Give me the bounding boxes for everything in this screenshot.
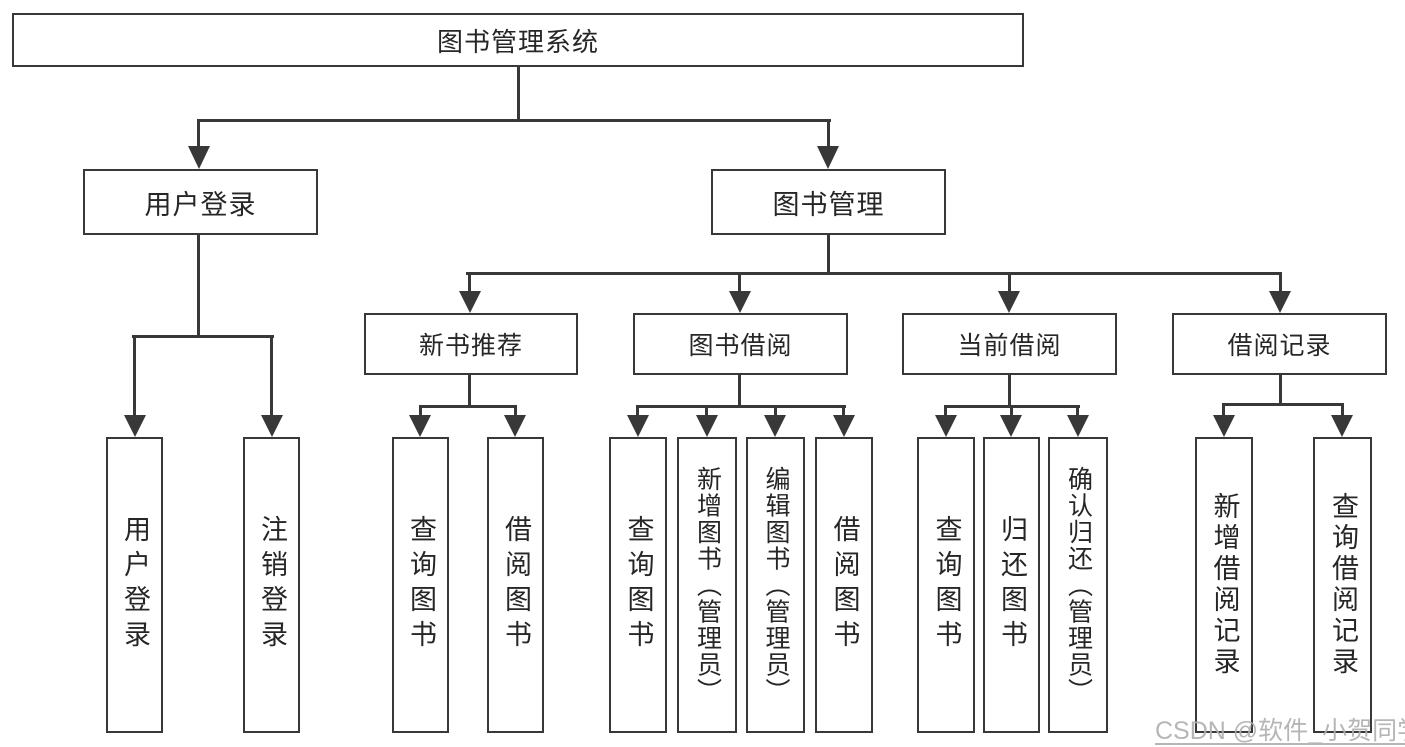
node-label: 借阅记录 — [1227, 332, 1332, 360]
connector-borrowing-split-line — [636, 405, 846, 408]
leaf-logout: 注销登录 — [243, 437, 300, 733]
leaf-query-borrow-record: 查询借阅记录 — [1313, 437, 1372, 733]
node-label: 图书管理 — [772, 189, 885, 220]
connector-arrow-shaft — [1076, 405, 1079, 417]
node-current-borrowing: 当前借阅 — [902, 313, 1117, 375]
arrowhead-down — [124, 415, 146, 437]
node-label: 查询图书 — [623, 515, 654, 655]
connector-root-stem — [517, 65, 520, 122]
connector-arrow-shaft — [1008, 272, 1011, 293]
node-root-library-system: 图书管理系统 — [12, 13, 1024, 67]
leaf-add-books-admin: 新增图书（管理员） — [677, 437, 737, 733]
leaf-add-borrow-record: 新增借阅记录 — [1195, 437, 1253, 733]
arrowhead-down — [935, 415, 957, 437]
node-label: 注销登录 — [257, 515, 287, 655]
arrowhead-down — [409, 415, 431, 437]
node-label: 归还图书 — [997, 515, 1027, 655]
arrowhead-down — [1067, 415, 1089, 437]
connector-borrowing-stem — [738, 375, 741, 408]
arrowhead-down — [833, 415, 855, 437]
connector-login-split-line — [132, 335, 274, 338]
leaf-borrow-books-recommend: 借阅图书 — [487, 437, 544, 733]
connector-arrow-shaft — [1010, 405, 1013, 417]
connector-records-stem — [1279, 375, 1282, 406]
connector-recommend-split-line — [419, 405, 517, 408]
node-book-borrowing: 图书借阅 — [633, 313, 848, 375]
arrowhead-down — [817, 146, 839, 169]
connector-records-split-line — [1222, 403, 1344, 406]
leaf-return-books: 归还图书 — [983, 437, 1040, 733]
node-label: 用户登录 — [144, 189, 257, 220]
connector-arrow-shaft — [1222, 403, 1225, 417]
connector-mgmt-stem — [827, 235, 830, 275]
arrowhead-down — [696, 415, 718, 437]
connector-login-stem — [197, 235, 200, 337]
arrowhead-down — [1269, 291, 1291, 313]
connector-arrow-shaft — [738, 272, 741, 293]
connector-arrow-shaft — [842, 405, 845, 417]
connector-arrow-shaft — [774, 405, 777, 417]
leaf-user-login: 用户登录 — [106, 437, 163, 733]
connector-level2-branch-line — [197, 119, 831, 122]
connector-arrow-shaft — [636, 405, 639, 417]
node-label: 确认归还（管理员） — [1064, 465, 1093, 705]
connector-arrow-shaft — [270, 335, 273, 417]
arrowhead-down — [627, 415, 649, 437]
arrowhead-down — [998, 291, 1020, 313]
arrowhead-down — [504, 415, 526, 437]
connector-arrow-shaft — [514, 405, 517, 417]
connector-arrow-shaft — [468, 272, 471, 293]
node-label: 借阅图书 — [501, 515, 531, 655]
arrowhead-down — [459, 291, 481, 313]
node-label: 新增图书（管理员） — [693, 465, 722, 705]
connector-recommend-stem — [468, 375, 471, 408]
arrowhead-down — [188, 146, 210, 169]
connector-arrow-shaft — [1341, 403, 1344, 417]
connector-arrow-shaft — [827, 119, 830, 148]
node-label: 图书借阅 — [688, 332, 793, 360]
node-label: 查询图书 — [931, 515, 962, 655]
arrowhead-down — [764, 415, 786, 437]
leaf-query-books-recommend: 查询图书 — [392, 437, 449, 733]
leaf-confirm-return-admin: 确认归还（管理员） — [1048, 437, 1108, 733]
connector-arrow-shaft — [705, 405, 708, 417]
leaf-edit-books-admin: 编辑图书（管理员） — [746, 437, 805, 733]
connector-arrow-shaft — [133, 335, 136, 417]
node-label: 图书管理系统 — [436, 26, 599, 57]
leaf-query-books-current: 查询图书 — [917, 437, 975, 733]
node-label: 编辑图书（管理员） — [762, 465, 790, 705]
connector-arrow-shaft — [419, 405, 422, 417]
node-book-management: 图书管理 — [711, 169, 946, 235]
node-label: 用户登录 — [120, 515, 150, 655]
node-label: 借阅图书 — [829, 515, 860, 655]
connector-current-stem — [1008, 375, 1011, 408]
node-label: 新书推荐 — [418, 332, 523, 360]
node-label: 当前借阅 — [957, 332, 1062, 360]
arrowhead-down — [1000, 415, 1022, 437]
arrowhead-down — [729, 291, 751, 313]
arrowhead-down — [1213, 415, 1235, 437]
arrowhead-down — [1331, 415, 1353, 437]
connector-arrow-shaft — [944, 405, 947, 417]
connector-arrow-shaft — [197, 119, 200, 148]
connector-arrow-shaft — [1279, 272, 1282, 293]
node-label: 新增借阅记录 — [1209, 492, 1240, 678]
leaf-borrow-books: 借阅图书 — [815, 437, 873, 733]
arrowhead-down — [261, 415, 283, 437]
connector-level3-branch-line — [466, 272, 1282, 275]
leaf-query-books-borrowing: 查询图书 — [609, 437, 667, 733]
node-label: 查询借阅记录 — [1328, 492, 1358, 678]
node-label: 查询图书 — [406, 515, 436, 655]
node-borrow-records: 借阅记录 — [1172, 313, 1387, 375]
node-new-book-recommend: 新书推荐 — [364, 313, 578, 375]
csdn-watermark: CSDN @软件_小贺同学 — [1155, 717, 1405, 745]
node-user-login: 用户登录 — [83, 169, 318, 235]
